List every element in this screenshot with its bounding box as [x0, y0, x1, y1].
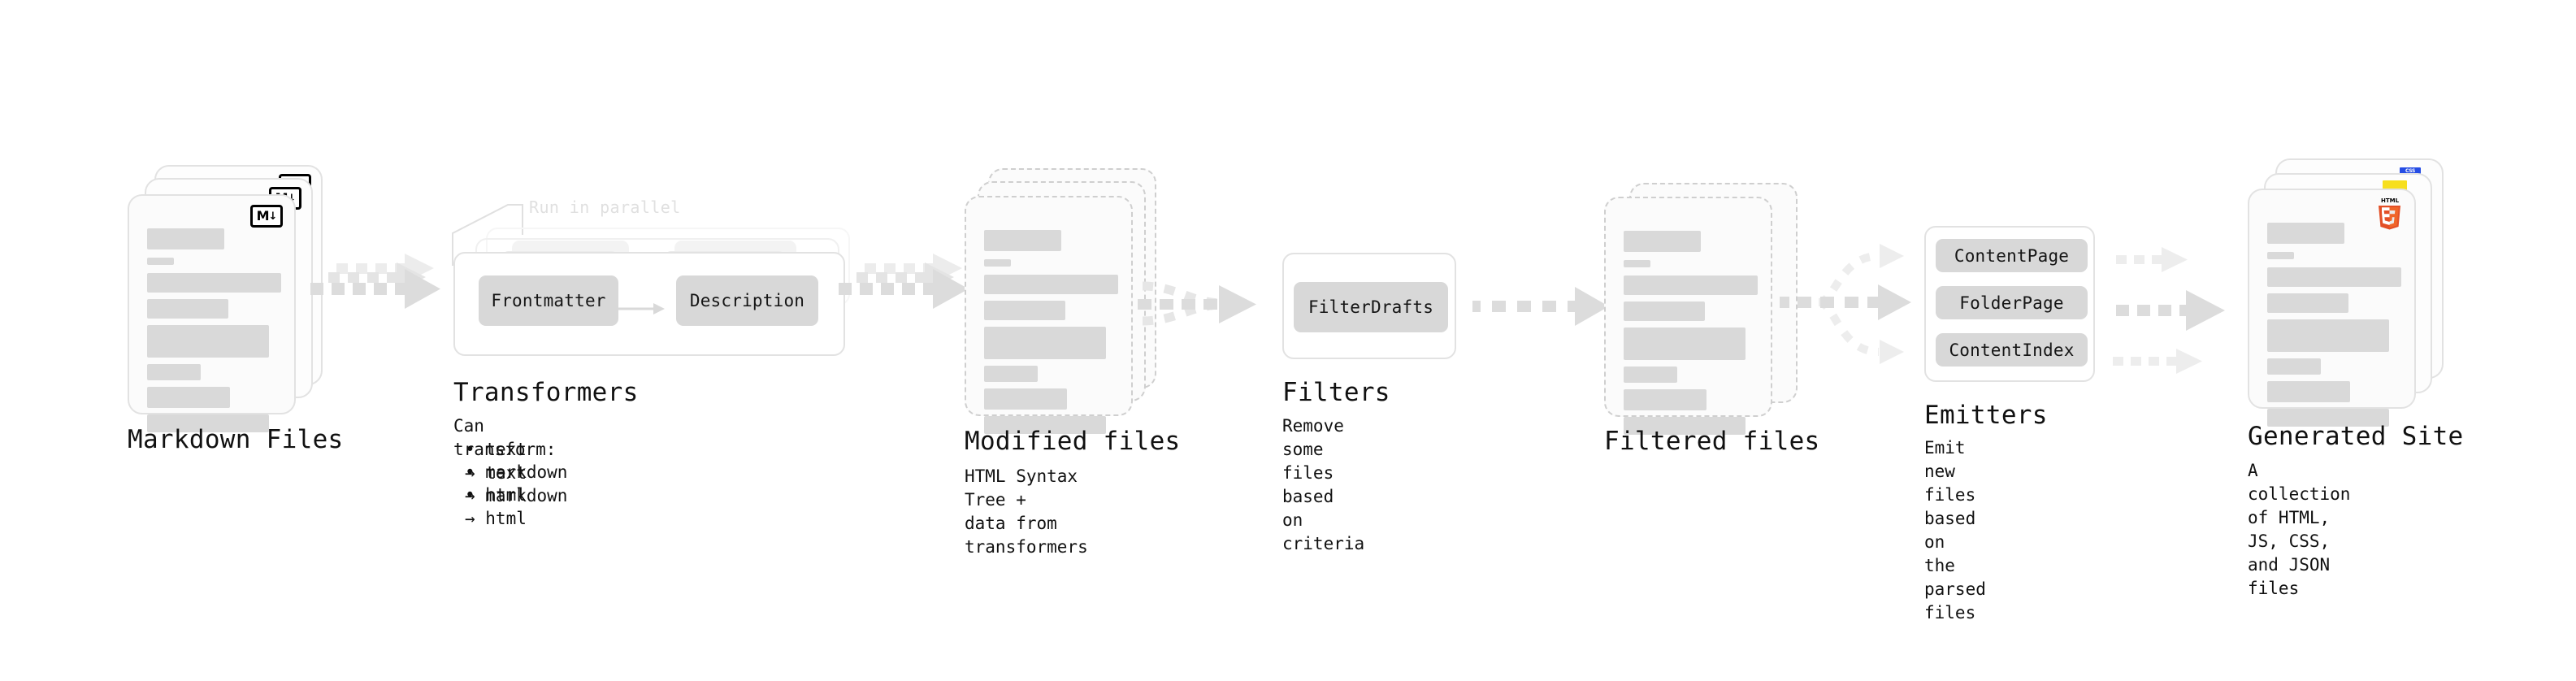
- skeleton-line: [147, 387, 230, 408]
- skeleton-line: [147, 258, 174, 265]
- generated-card-front: HTML: [2248, 189, 2416, 427]
- arrow-emitters-to-generated-site: [2113, 247, 2225, 374]
- skeleton-line: [2267, 409, 2389, 427]
- skeleton-line: [147, 325, 269, 358]
- skeleton-line: [2267, 319, 2389, 352]
- transformers-bullet-0: • text → text: [465, 438, 527, 485]
- skeleton-line: [984, 388, 1067, 410]
- transformer-chip-description[interactable]: Description: [676, 275, 818, 326]
- emitter-chip-contentindex[interactable]: ContentIndex: [1936, 333, 2088, 367]
- skeleton-line: [984, 327, 1106, 359]
- filters-box: FilterDrafts: [1282, 253, 1456, 359]
- transformers-box: Frontmatter Description: [453, 252, 845, 356]
- bullet-dot: •: [465, 440, 486, 459]
- bullet-text: text → text: [465, 440, 527, 483]
- svg-text:HTML: HTML: [2381, 197, 2400, 204]
- markdown-card-front: M↓: [128, 194, 296, 432]
- skeleton-line: [2267, 358, 2321, 375]
- skeleton-line: [984, 366, 1038, 382]
- stage-title-generated-site: Generated Site: [2248, 422, 2464, 451]
- modified-card-front: [965, 196, 1133, 434]
- transformers-can-transform-label: Can transform:: [453, 416, 557, 459]
- skeleton-line: [1624, 275, 1758, 295]
- emitter-chip-folderpage[interactable]: FolderPage: [1936, 286, 2088, 319]
- skeleton-line: [147, 228, 224, 249]
- transformers-bullet-1: • markdown → markdown: [465, 461, 567, 508]
- skeleton-line: [2267, 293, 2348, 313]
- markdown-icon: M↓: [250, 205, 283, 228]
- transformer-chip-frontmatter[interactable]: Frontmatter: [479, 275, 618, 326]
- arrow-filters-to-filtered-files: [1472, 287, 1609, 326]
- filter-chip-filterdrafts[interactable]: FilterDrafts: [1294, 282, 1448, 332]
- skeleton-line: [984, 301, 1065, 320]
- stage-title-emitters: Emitters: [1924, 401, 2048, 430]
- emitters-box: ContentPage FolderPage ContentIndex: [1924, 226, 2095, 382]
- stage-title-transformers: Transformers: [453, 378, 639, 407]
- transformers-bullet-2: • html → html: [465, 484, 527, 531]
- skeleton-line: [1624, 417, 1746, 435]
- css3-icon: CSS: [2400, 167, 2421, 175]
- skeleton-line: [984, 259, 1011, 267]
- skeleton-line: [1624, 367, 1677, 383]
- stage-desc-filters: Remove some files based on criteria: [1282, 416, 1365, 553]
- stage-title-markdown-files: Markdown Files: [128, 425, 344, 454]
- skeleton-line: [1624, 260, 1650, 267]
- skeleton-line: [2267, 267, 2401, 287]
- bullet-dot: •: [465, 462, 486, 482]
- stage-title-filters: Filters: [1282, 378, 1390, 407]
- skeleton-line: [147, 273, 281, 293]
- skeleton-line: [2267, 381, 2350, 402]
- skeleton-line: [147, 414, 269, 432]
- skeleton-line: [984, 416, 1106, 434]
- html5-icon: HTML: [2376, 196, 2404, 230]
- skeleton-line: [1624, 327, 1746, 360]
- skeleton-line: [2267, 223, 2344, 244]
- skeleton-line: [1624, 301, 1705, 321]
- stage-desc-modified-files: HTML Syntax Tree + data from transformer…: [965, 466, 1088, 557]
- bullet-text: markdown → markdown: [465, 462, 568, 505]
- skeleton-line: [2267, 252, 2294, 259]
- bullet-text: html → html: [465, 485, 527, 528]
- filtered-card-front: [1604, 197, 1772, 435]
- run-in-parallel-label: Run in parallel: [529, 197, 681, 217]
- skeleton-line: [147, 299, 228, 319]
- skeleton-line: [984, 275, 1118, 294]
- skeleton-line: [147, 364, 201, 380]
- stage-title-modified-files: Modified files: [965, 427, 1181, 456]
- stage-desc-generated-site: A collection of HTML, JS, CSS, and JSON …: [2248, 461, 2351, 598]
- arrow-markdown-to-transformers: [310, 254, 440, 309]
- skeleton-line: [984, 230, 1061, 251]
- stage-title-filtered-files: Filtered files: [1604, 427, 1820, 456]
- stage-desc-emitters: Emit new files based on the parsed files: [1924, 438, 1986, 622]
- arrow-modified-files-to-filters: [1138, 281, 1256, 326]
- bullet-dot: •: [465, 485, 486, 505]
- skeleton-line: [1624, 231, 1701, 252]
- emitter-chip-contentpage[interactable]: ContentPage: [1936, 239, 2088, 272]
- skeleton-line: [1624, 389, 1706, 410]
